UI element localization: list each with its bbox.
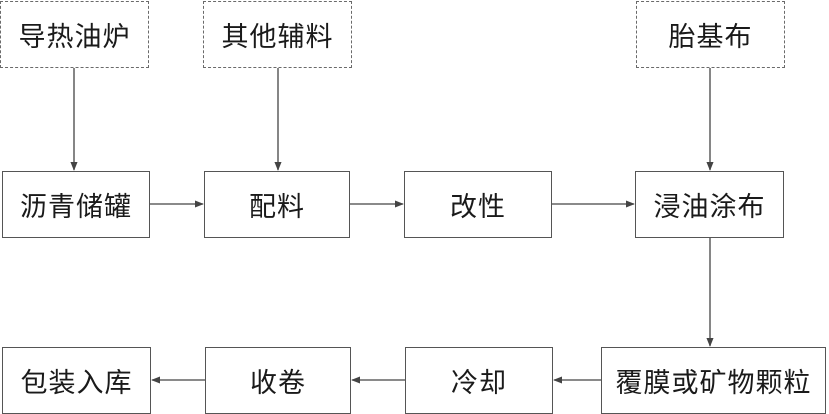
batching-label: 配料 — [249, 192, 305, 223]
film-or-mineral-label: 覆膜或矿物颗粒 — [615, 368, 812, 399]
cooling-label: 冷却 — [451, 368, 507, 399]
modification-label: 改性 — [450, 192, 506, 223]
winding-label: 收卷 — [250, 368, 306, 399]
cooling-box: 冷却 — [405, 347, 553, 414]
packaging-storage-label: 包装入库 — [20, 368, 133, 399]
asphalt-storage-label: 沥青储罐 — [20, 192, 132, 223]
other-materials-label: 其他辅料 — [221, 22, 334, 53]
winding-box: 收卷 — [205, 347, 351, 414]
heat-oil-furnace-box: 导热油炉 — [0, 1, 149, 68]
asphalt-storage-box: 沥青储罐 — [2, 171, 150, 238]
base-fabric-label: 胎基布 — [668, 22, 753, 53]
oil-dip-coating-label: 浸油涂布 — [653, 192, 766, 223]
batching-box: 配料 — [204, 171, 350, 238]
film-or-mineral-box: 覆膜或矿物颗粒 — [601, 347, 826, 414]
modification-box: 改性 — [404, 171, 552, 238]
other-materials-box: 其他辅料 — [203, 1, 352, 68]
oil-dip-coating-box: 浸油涂布 — [635, 171, 784, 238]
packaging-storage-box: 包装入库 — [2, 347, 151, 414]
heat-oil-furnace-label: 导热油炉 — [18, 22, 131, 53]
base-fabric-box: 胎基布 — [636, 1, 785, 68]
